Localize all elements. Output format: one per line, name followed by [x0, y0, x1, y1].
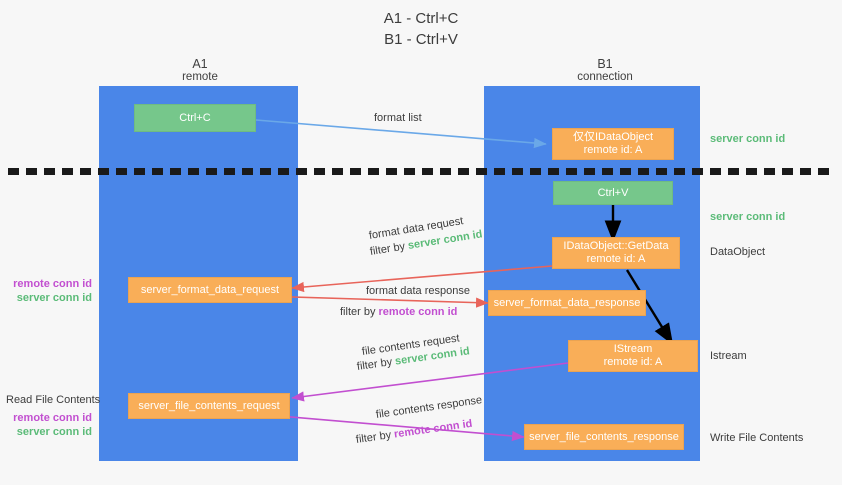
box-server-file-contents-response[interactable]: server_file_contents_response	[524, 424, 684, 450]
caption-format-data-response-filter: filter by remote conn id	[340, 305, 457, 319]
box-idataobject-top-line2: remote id: A	[583, 144, 643, 156]
column-header-a1-name: A1	[192, 57, 208, 71]
box-istream[interactable]: IStream remote id: A	[568, 340, 698, 372]
label-write-file-contents: Write File Contents	[710, 432, 804, 444]
label-server-conn-id-top: server conn id	[710, 133, 786, 145]
page-title: A1 - Ctrl+C B1 - Ctrl+V	[0, 8, 842, 50]
box-ctrl-v[interactable]: Ctrl+V	[553, 181, 673, 205]
caption-file-contents-response-filter-value: remote conn id	[393, 417, 474, 441]
column-header-a1-role: remote	[182, 71, 218, 83]
left-label-server-conn-id-1: server conn id	[16, 292, 92, 304]
column-header-a1: A1 remote	[140, 58, 260, 84]
box-istream-line2: remote id: A	[603, 356, 663, 368]
caption-format-list: format list	[374, 112, 422, 124]
label-dataobject: DataObject	[710, 246, 766, 258]
box-ctrl-c-label: Ctrl+C	[179, 111, 211, 124]
caption-format-data-response-filter-value: remote conn id	[378, 306, 458, 318]
left-label-remote-conn-id-2: remote conn id	[13, 412, 92, 424]
box-ctrl-c[interactable]: Ctrl+C	[134, 104, 256, 132]
box-server-format-data-response[interactable]: server_format_data_response	[488, 290, 646, 316]
column-header-b1: B1 connection	[540, 58, 670, 84]
caption-format-data-response-filter-prefix: filter by	[340, 306, 379, 318]
box-idataobject-top[interactable]: 仅仅IDataObject remote id: A	[552, 128, 674, 160]
left-label-group-1: remote conn id server conn id	[8, 277, 92, 305]
caption-file-contents-response-filter-prefix: filter by	[355, 428, 395, 446]
label-istream: Istream	[710, 350, 747, 362]
box-idataobject-top-line1: 仅仅IDataObject	[572, 131, 654, 143]
label-server-conn-id-second: server conn id	[710, 211, 786, 223]
left-label-remote-conn-id-1: remote conn id	[13, 278, 92, 290]
phase-separator	[8, 168, 834, 175]
box-server-file-contents-response-label: server_file_contents_response	[529, 430, 679, 443]
left-label-server-conn-id-2: server conn id	[16, 426, 92, 438]
caption-file-contents-response-filter: filter by remote conn id	[355, 417, 473, 447]
box-idataobject-getdata[interactable]: IDataObject::GetData remote id: A	[552, 237, 680, 269]
left-label-group-2: remote conn id server conn id	[8, 411, 92, 439]
box-ctrl-v-label: Ctrl+V	[597, 186, 629, 199]
box-idataobject-getdata-line1: IDataObject::GetData	[563, 240, 669, 252]
box-idataobject-getdata-line2: remote id: A	[586, 253, 646, 265]
column-header-b1-name: B1	[597, 57, 613, 71]
column-header-b1-role: connection	[577, 71, 633, 83]
caption-format-data-response: format data response	[366, 285, 470, 297]
box-server-format-data-response-label: server_format_data_response	[493, 296, 641, 309]
left-label-read-file-contents: Read File Contents	[6, 394, 101, 406]
caption-file-contents-request-filter-prefix: filter by	[356, 355, 396, 373]
box-server-file-contents-request-label: server_file_contents_request	[138, 399, 280, 412]
box-server-format-data-request[interactable]: server_format_data_request	[128, 277, 292, 303]
caption-format-data-request-filter-prefix: filter by	[369, 240, 409, 258]
box-istream-line1: IStream	[613, 343, 653, 355]
box-server-file-contents-request[interactable]: server_file_contents_request	[128, 393, 290, 419]
title-line-1: A1 - Ctrl+C	[383, 10, 459, 27]
box-server-format-data-request-label: server_format_data_request	[140, 283, 280, 296]
title-line-2: B1 - Ctrl+V	[384, 31, 458, 48]
